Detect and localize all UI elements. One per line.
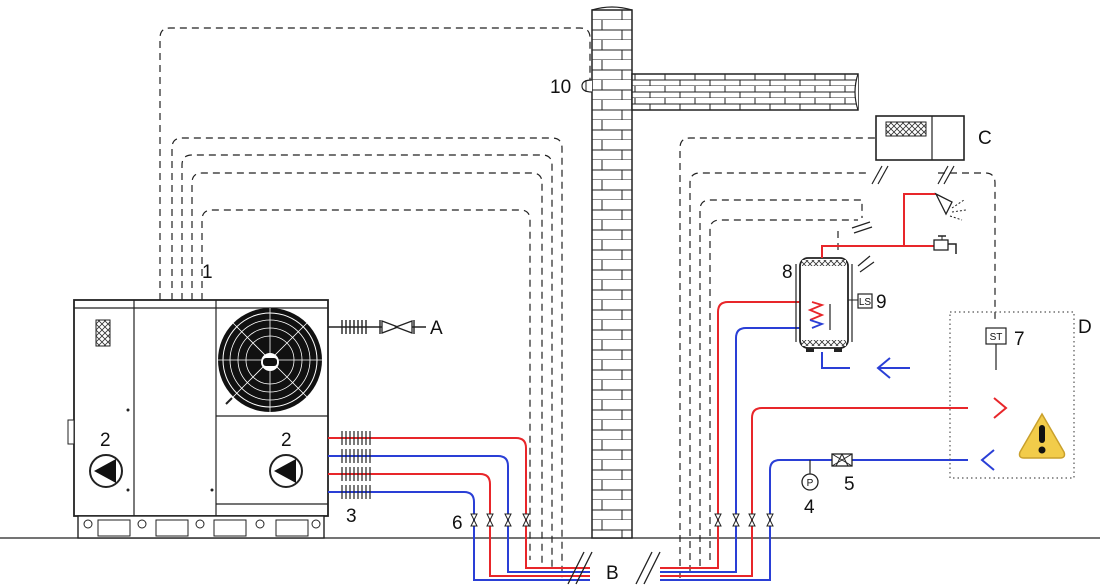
dhw-tank	[795, 257, 853, 352]
cable-runs-left	[159, 27, 591, 578]
pipe-blue-upper	[328, 455, 590, 573]
label-3: 3	[346, 506, 357, 527]
pressure-gauge: P	[801, 473, 819, 491]
level-sensor: LS	[848, 293, 873, 309]
thermostat-symbol: ST	[990, 332, 1003, 343]
valve-icon	[714, 513, 774, 527]
flex-hoses	[341, 431, 371, 499]
label-8: 8	[782, 262, 793, 283]
wall-sensor-10	[581, 79, 593, 93]
label-2-right: 2	[281, 430, 292, 451]
label-7: 7	[1014, 329, 1025, 350]
dhw-outlet	[821, 193, 936, 258]
brick-wall	[591, 6, 859, 539]
pipe-red-right-inner	[660, 301, 812, 569]
cold-water-inlet	[821, 352, 850, 369]
pipe-red-lower	[328, 473, 590, 577]
label-B: B	[606, 563, 619, 584]
label-2-left: 2	[100, 430, 111, 451]
label-A: A	[430, 318, 443, 339]
label-C: C	[978, 128, 992, 149]
shower-icon	[934, 192, 967, 221]
label-6: 6	[452, 513, 463, 534]
pipe-blue-right-outer	[660, 459, 968, 581]
controller-C	[875, 115, 965, 161]
arrow-left-icon	[980, 449, 995, 471]
label-5: 5	[844, 474, 855, 495]
label-4: 4	[804, 497, 815, 518]
pressure-symbol: P	[807, 478, 814, 489]
wall-penetration-marks	[567, 551, 661, 585]
label-1: 1	[202, 262, 213, 283]
pump-icon	[269, 454, 303, 488]
pipe-blue-lower	[328, 491, 590, 581]
fan-icon	[218, 308, 322, 412]
valve-icon	[470, 513, 530, 527]
label-9: 9	[876, 292, 887, 313]
thermostat: ST	[985, 327, 1007, 370]
arrow-left-icon	[876, 357, 910, 379]
label-10: 10	[550, 77, 571, 98]
pump-icon	[89, 454, 123, 488]
cable-runs-right	[679, 137, 996, 578]
label-D: D	[1078, 317, 1092, 338]
valve-icon	[381, 320, 413, 334]
pipe-red-right-outer	[660, 407, 968, 577]
pipe-blue-right-inner	[660, 327, 812, 573]
tap-icon	[933, 235, 957, 254]
zone-D	[949, 311, 1075, 479]
arrow-right-icon	[993, 397, 1008, 419]
cable-break-marks	[851, 165, 955, 273]
warning-icon	[1018, 412, 1066, 459]
filter-icon	[831, 453, 853, 467]
level-sensor-symbol: LS	[859, 297, 872, 308]
pipe-red-upper	[328, 437, 590, 569]
